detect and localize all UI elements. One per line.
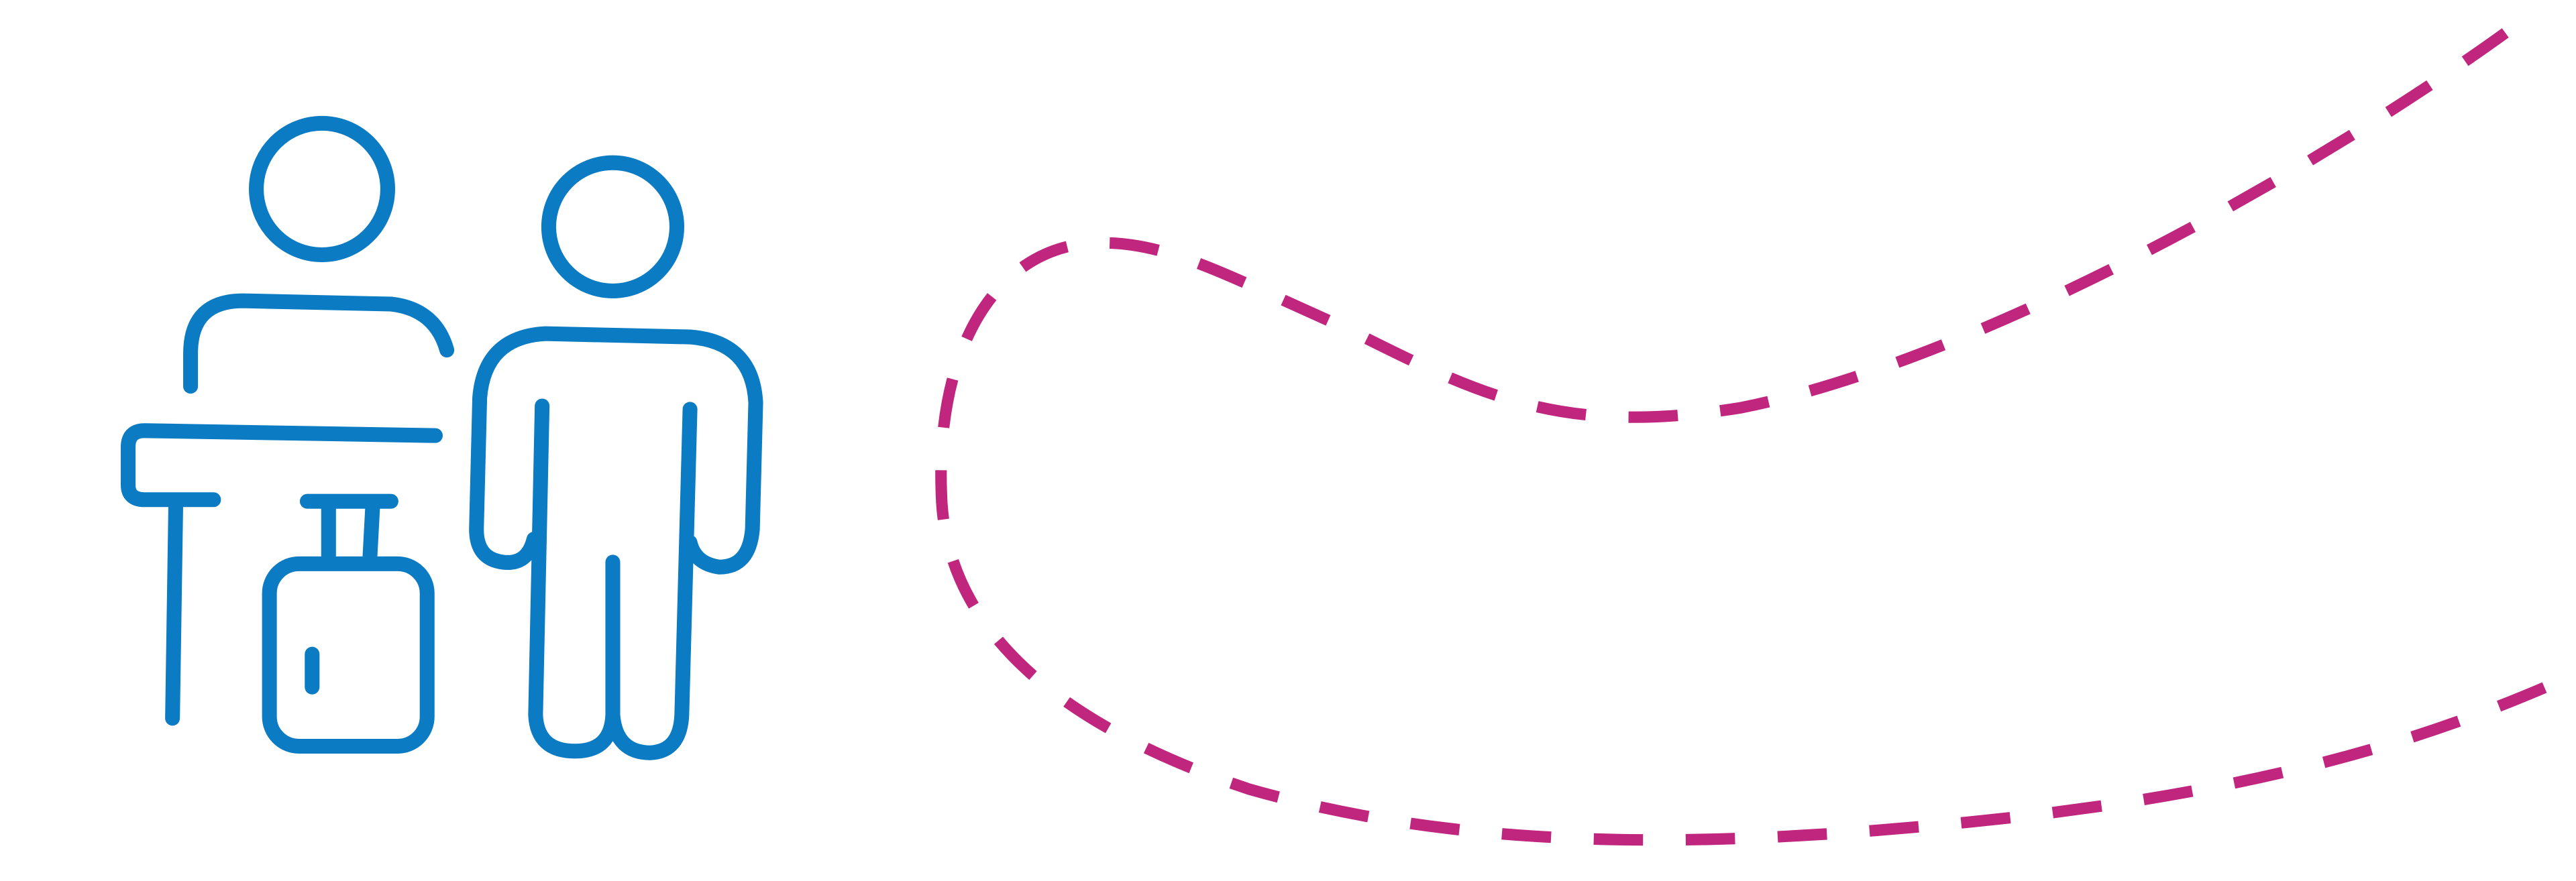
- dashed-route-line: [935, 28, 2576, 846]
- check-in-desk-icon: [121, 115, 763, 760]
- suitcase-handle-icon: [299, 493, 398, 570]
- traveler-head-icon: [541, 155, 684, 298]
- agent-shoulders-icon: [183, 293, 455, 394]
- traveler-torso-icon: [469, 326, 763, 575]
- suitcase-body-icon: [262, 556, 435, 754]
- desk-top-icon: [121, 423, 443, 508]
- traveler-legs-icon: [528, 398, 698, 760]
- desk-leg-icon: [165, 495, 184, 726]
- agent-head-icon: [249, 115, 395, 263]
